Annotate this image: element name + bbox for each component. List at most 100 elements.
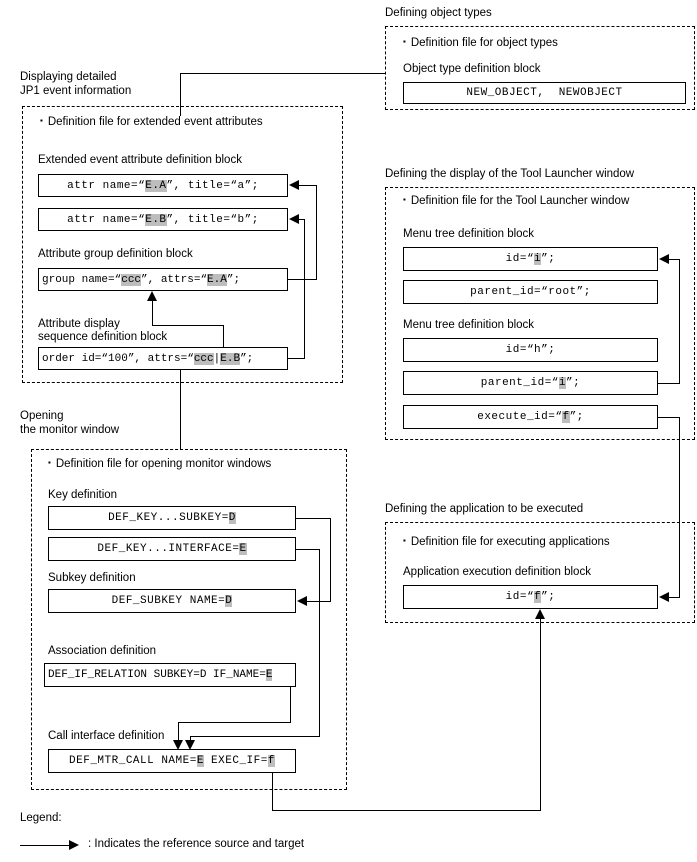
label-application-execution-block: Application execution definition block <box>403 566 591 578</box>
connector-objecttypes-vertical-lower <box>180 355 181 450</box>
connector-parenti-to-idi-v <box>679 259 680 384</box>
legend-arrowhead-icon <box>69 840 79 850</box>
group-box-jp1-event <box>22 106 343 383</box>
section-title-application: Defining the application to be executed <box>385 503 584 515</box>
codebox-def-if-relation-pre: DEF_IF_RELATION SUBKEY=D IF_NAME= <box>48 669 266 681</box>
connector-group-to-attrea-h2 <box>299 185 317 186</box>
label-object-type-definition-block: Object type definition block <box>403 63 541 75</box>
legend-title: Legend: <box>20 812 62 824</box>
label-call-interface-definition: Call interface definition <box>48 730 165 742</box>
connector-keyiface-to-call-h1 <box>296 549 320 550</box>
codebox-id-h: id=“h”; <box>403 338 658 362</box>
group-box-object-types <box>385 26 695 110</box>
codebox-parent-i-post: ”; <box>566 377 581 389</box>
codebox-attr-ea-post: ”, title=“a”; <box>166 179 259 192</box>
connector-keysubkey-to-subkey-h1 <box>296 518 331 519</box>
codebox-id-i: id=“i”; <box>403 247 658 271</box>
highlight-call-name-e: E <box>196 755 204 767</box>
codebox-id-i-post: ”; <box>541 253 556 265</box>
codebox-parent-root-text: parent_id=“root”; <box>470 286 591 298</box>
codebox-id-h-text: id=“h”; <box>505 344 556 356</box>
highlight-eb: E.B <box>145 213 167 226</box>
codebox-execute-f-pre: execute_id=“ <box>477 411 563 423</box>
codebox-parent-i-pre: parent_id=“ <box>480 377 559 389</box>
highlight-id-i: i <box>534 253 542 265</box>
highlight-call-execif-f: f <box>267 755 275 767</box>
codebox-parent-i: parent_id=“i”; <box>403 371 658 395</box>
connector-orderccc-to-groupccc-v-right <box>223 325 224 347</box>
connector-objecttypes-vertical-upper <box>180 73 181 116</box>
bullet-extended-event-attributes-file: Definition file for extended event attri… <box>40 114 263 129</box>
connector-executef-to-idf-h1 <box>658 417 680 418</box>
connector-objecttypes-horizontal <box>180 73 385 74</box>
codebox-def-mtr-call-pre: DEF_MTR_CALL NAME= <box>69 755 197 767</box>
codebox-group-mid: ”, attrs=“ <box>141 273 208 286</box>
connector-group-to-attrea-v <box>316 185 317 280</box>
legend-arrow-line <box>20 845 70 846</box>
bullet-tool-launcher-file: Definition file for the Tool Launcher wi… <box>403 193 629 208</box>
codebox-attr-ea-pre: attr name=“ <box>67 179 146 192</box>
connector-execif-to-appidf-v2 <box>540 619 541 811</box>
section-title-object-types: Defining object types <box>385 7 492 19</box>
codebox-def-subkey-pre: DEF_SUBKEY NAME= <box>111 595 226 607</box>
codebox-def-mtr-call: DEF_MTR_CALL NAME=E EXEC_IF=f <box>48 749 296 773</box>
connector-orderccc-to-groupccc-v-left <box>152 301 153 325</box>
highlight-execute-f: f <box>562 411 570 423</box>
connector-order-to-attreb-v <box>304 219 305 359</box>
codebox-def-if-relation: DEF_IF_RELATION SUBKEY=D IF_NAME=E <box>44 663 296 687</box>
arrowhead-to-id-f <box>659 592 669 602</box>
label-extended-event-attribute-block: Extended event attribute definition bloc… <box>38 154 242 166</box>
legend-arrow-description: : Indicates the reference source and tar… <box>88 838 305 850</box>
highlight-group-ccc: ccc <box>121 273 142 286</box>
bullet-monitor-file: Definition file for opening monitor wind… <box>48 456 271 471</box>
codebox-def-key-subkey: DEF_KEY...SUBKEY=D <box>48 506 296 530</box>
arrowhead-to-attr-ea <box>289 180 299 190</box>
codebox-execute-f: execute_id=“f”; <box>403 405 658 429</box>
highlight-parent-i: i <box>558 377 567 389</box>
codebox-execute-f-post: ”; <box>569 411 584 423</box>
connector-executef-to-idf-h2 <box>669 597 680 598</box>
codebox-new-object: NEW_OBJECT, NEWOBJECT <box>403 82 686 104</box>
section-title-monitor-line1: Opening <box>20 410 64 422</box>
highlight-ea: E.A <box>145 179 167 192</box>
highlight-order-ccc: ccc <box>193 352 214 365</box>
label-key-definition: Key definition <box>48 489 118 501</box>
codebox-group-post: ”; <box>226 273 241 286</box>
section-title-monitor-line2: the monitor window <box>20 424 120 436</box>
connector-ifrelation-to-call-v2 <box>178 722 179 742</box>
codebox-app-id-f-pre: id=“ <box>505 591 535 603</box>
codebox-order-sep: | <box>213 352 221 365</box>
codebox-def-mtr-call-mid: EXEC_IF= <box>203 755 268 767</box>
bullet-application-file: Definition file for executing applicatio… <box>403 534 610 549</box>
arrowhead-to-group-ccc <box>147 291 157 301</box>
arrowhead-call-name-from-interface <box>185 740 195 750</box>
codebox-new-object-text: NEW_OBJECT, NEWOBJECT <box>466 87 623 99</box>
connector-keyiface-to-call-v <box>319 549 320 737</box>
bullet-object-types-file: Definition file for object types <box>403 35 558 50</box>
section-title-jp1-event-line2: JP1 event information <box>20 85 132 97</box>
connector-execif-to-appidf-v1 <box>272 773 273 811</box>
connector-orderccc-to-groupccc-h <box>152 325 223 326</box>
arrowhead-to-id-i <box>659 254 669 264</box>
connector-order-to-attreb-h2 <box>299 219 305 220</box>
label-association-definition: Association definition <box>48 645 157 657</box>
connector-ifrelation-to-call-h <box>178 722 291 723</box>
codebox-def-subkey: DEF_SUBKEY NAME=D <box>48 589 296 613</box>
connector-group-to-attrea-h1 <box>288 279 317 280</box>
codebox-def-key-interface-pre: DEF_KEY...INTERFACE= <box>97 543 240 555</box>
highlight-group-ea: E.A <box>207 273 227 286</box>
highlight-subkey-d: D <box>225 595 233 607</box>
connector-order-to-attreb-h1 <box>288 358 305 359</box>
highlight-app-id-f: f <box>534 591 542 603</box>
codebox-order-pre: order id=“100”, attrs=“ <box>42 352 194 365</box>
arrowhead-to-attr-eb <box>289 214 299 224</box>
arrowhead-to-app-id-f <box>535 609 545 619</box>
highlight-order-eb: E.B <box>220 352 241 365</box>
label-attribute-group-block: Attribute group definition block <box>38 248 193 260</box>
label-menu-tree-block-2: Menu tree definition block <box>403 319 535 331</box>
connector-executef-to-idf-v <box>679 417 680 597</box>
label-menu-tree-block-1: Menu tree definition block <box>403 228 535 240</box>
codebox-group: group name=“ccc”, attrs=“E.A”; <box>38 268 288 291</box>
label-attribute-display-sequence-line2: sequence definition block <box>38 331 168 343</box>
